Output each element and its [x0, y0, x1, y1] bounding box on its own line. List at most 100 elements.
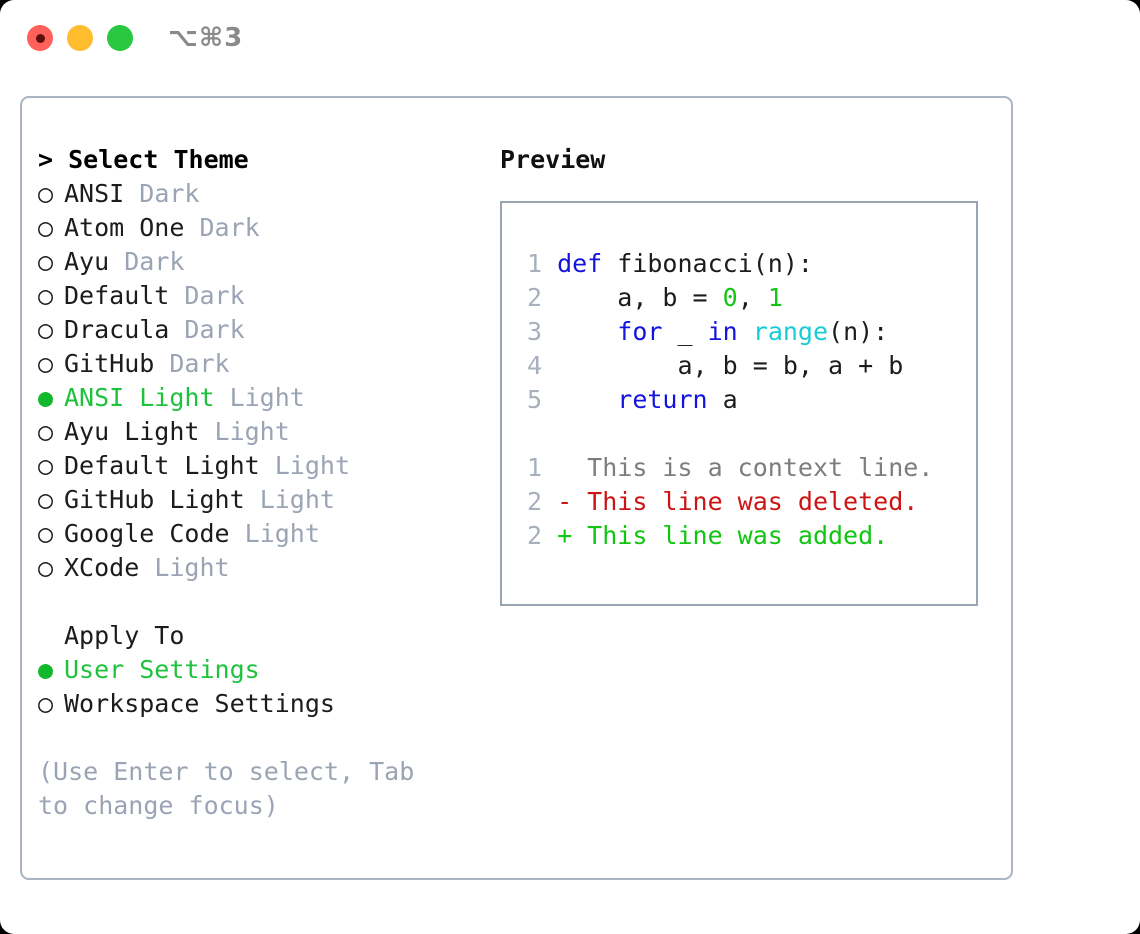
code-token: in [707, 317, 738, 346]
code-sample: 1 def fibonacci(n):2 a, b = 0, 1 3 for _ … [516, 247, 976, 417]
code-token: range [752, 317, 829, 346]
diff-marker [557, 453, 587, 482]
apply-to-item[interactable]: ○ Workspace Settings [38, 687, 488, 721]
theme-list-item[interactable]: ○XCode Light [38, 551, 488, 585]
radio-unselected-icon: ○ [38, 315, 54, 344]
code-token: 0 [722, 283, 738, 312]
radio-unselected-icon: ○ [38, 417, 54, 446]
diff-line: 1 This is a context line. [516, 451, 976, 485]
theme-name: Ayu [64, 247, 110, 276]
radio-unselected-icon: ○ [38, 281, 54, 310]
code-token: fibonacci(n): [617, 249, 813, 278]
code-line: 4 a, b = b, a + b [516, 349, 976, 383]
code-token: 1 [767, 283, 783, 312]
close-window-button[interactable] [27, 25, 53, 51]
apply-to-item[interactable]: ● User Settings [38, 653, 488, 687]
code-token: _ [662, 317, 708, 346]
theme-list-item[interactable]: ○Google Code Light [38, 517, 488, 551]
radio-unselected-icon: ○ [38, 689, 54, 718]
code-diff-gap [516, 417, 976, 451]
theme-category: Dark [184, 281, 245, 310]
diff-text: This is a context line. [587, 453, 934, 482]
apply-to-list[interactable]: ● User Settings ○ Workspace Settings [38, 653, 488, 721]
code-token: (n): [828, 317, 889, 346]
code-token: , [737, 283, 768, 312]
code-token: for [617, 317, 663, 346]
apply-to-heading-indent [38, 619, 64, 653]
theme-list[interactable]: ○ANSI Dark○Atom One Dark○Ayu Dark○Defaul… [38, 177, 488, 585]
theme-category: Light [214, 417, 290, 446]
theme-list-item[interactable]: ○ Default Dark [38, 279, 488, 313]
theme-list-item[interactable]: ○ANSI Dark [38, 177, 488, 211]
theme-name: Google Code [64, 519, 230, 548]
code-line: 5 return a [516, 383, 976, 417]
theme-name: ANSI Light [64, 383, 215, 412]
code-token [557, 317, 617, 346]
theme-list-item[interactable]: ● ANSI Light Light [38, 381, 488, 415]
code-token: a [707, 385, 738, 414]
theme-name: Dracula [64, 315, 170, 344]
theme-list-item[interactable]: ○ Dracula Dark [38, 313, 488, 347]
code-token: return [617, 385, 708, 414]
minimize-window-button[interactable] [67, 25, 93, 51]
theme-category: Dark [169, 349, 230, 378]
code-line: 1 def fibonacci(n): [516, 247, 976, 281]
title-bar: ⌥⌘3 [0, 0, 1140, 78]
diff-marker: + [557, 521, 588, 550]
theme-name: Default [64, 281, 170, 310]
diff-line-number: 2 [526, 487, 542, 516]
code-line: 3 for _ in range(n): [516, 315, 976, 349]
theme-category: Light [274, 451, 350, 480]
code-token: a, b = [557, 283, 723, 312]
diff-text: This line was added. [587, 521, 889, 550]
diff-marker: - [557, 487, 588, 516]
theme-category: Dark [124, 247, 185, 276]
list-spacer [38, 585, 488, 619]
radio-unselected-icon: ○ [38, 213, 54, 242]
radio-unselected-icon: ○ [38, 451, 54, 480]
code-line-number: 1 [526, 249, 542, 278]
preview-heading: Preview [500, 145, 606, 174]
theme-list-item[interactable]: ○ Ayu Light Light [38, 415, 488, 449]
theme-list-item[interactable]: ○ Atom One Dark [38, 211, 488, 245]
apply-to-label: User Settings [64, 655, 260, 684]
theme-name: GitHub [64, 349, 155, 378]
theme-name: Atom One [64, 213, 185, 242]
keyboard-shortcut-label: ⌥⌘3 [168, 23, 244, 53]
apply-to-heading: Apply To [38, 619, 488, 653]
code-line-number: 5 [526, 385, 542, 414]
radio-selected-icon: ● [38, 655, 54, 684]
radio-unselected-icon: ○ [38, 349, 54, 378]
code-line-number: 4 [526, 351, 542, 380]
theme-list-item[interactable]: ○ Default Light Light [38, 449, 488, 483]
theme-list-item[interactable]: ○Ayu Dark [38, 245, 488, 279]
theme-name: XCode [64, 553, 140, 582]
preview-column: Preview 1 def fibonacci(n):2 a, b = 0, 1… [500, 143, 1000, 606]
theme-category: Light [229, 383, 305, 412]
theme-name: Default Light [64, 451, 260, 480]
main-panel: > Select Theme ○ANSI Dark○Atom One Dark○… [20, 96, 1013, 880]
window-controls [27, 25, 133, 51]
diff-line: 2 - This line was deleted. [516, 485, 976, 519]
code-token [557, 385, 617, 414]
theme-category: Dark [199, 213, 260, 242]
apply-to-label: Workspace Settings [64, 689, 335, 718]
code-token [738, 317, 753, 346]
radio-unselected-icon: ○ [38, 179, 54, 208]
keyboard-hint-text: (Use Enter to select, Tab to change focu… [38, 757, 415, 820]
theme-category: Light [259, 485, 335, 514]
code-line-number: 2 [526, 283, 542, 312]
zoom-window-button[interactable] [107, 25, 133, 51]
radio-selected-icon: ● [38, 383, 54, 412]
theme-list-item[interactable]: ○ GitHub Dark [38, 347, 488, 381]
diff-line-number: 2 [526, 521, 542, 550]
select-theme-heading: > Select Theme [38, 145, 249, 174]
theme-list-item[interactable]: ○GitHub Light Light [38, 483, 488, 517]
theme-name: Ayu Light [64, 417, 200, 446]
theme-name: GitHub Light [64, 485, 245, 514]
radio-unselected-icon: ○ [38, 519, 54, 548]
theme-category: Dark [184, 315, 245, 344]
diff-text: This line was deleted. [587, 487, 919, 516]
hint-spacer [38, 721, 488, 755]
